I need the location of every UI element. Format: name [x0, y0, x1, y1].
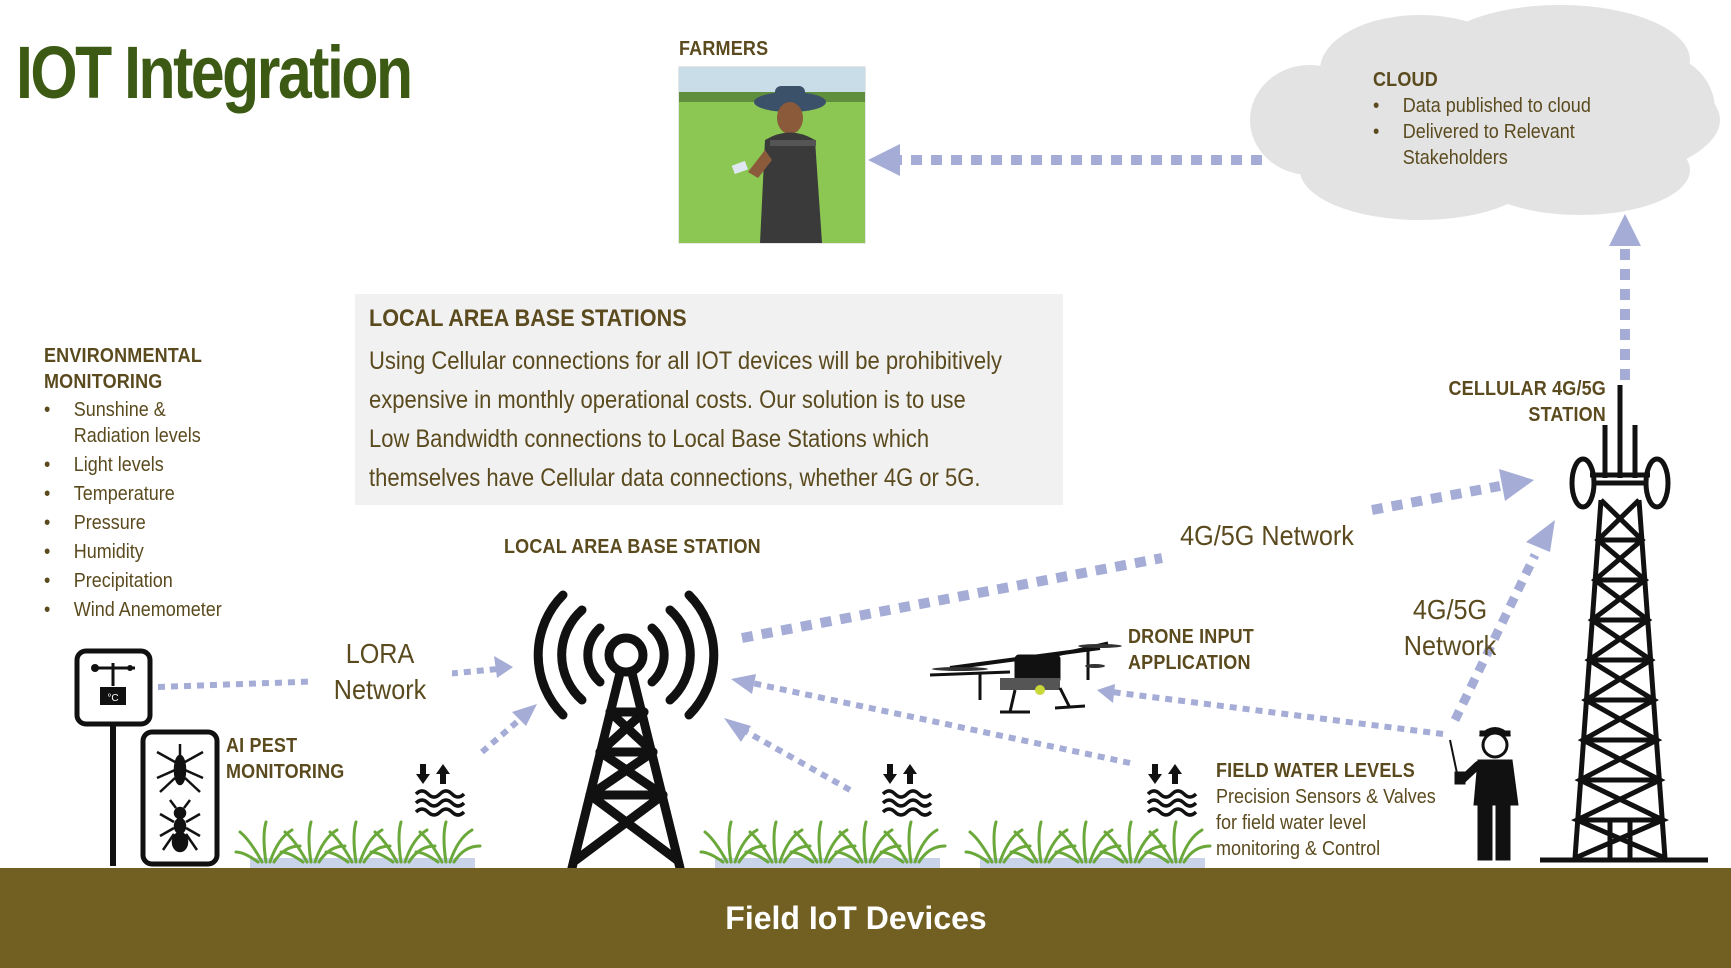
field-water-line2: for field water level — [1216, 812, 1367, 834]
field-water-line1: Precision Sensors & Valves — [1216, 786, 1436, 808]
base-stations-title: LOCAL AREA BASE STATIONS — [369, 305, 687, 332]
environmental-item: Sunshine & Radiation levels — [44, 397, 242, 449]
lora-network-label: LORA Network — [308, 636, 452, 708]
base-to-network-arrow-2 — [1371, 481, 1501, 515]
drone-icon — [929, 641, 1122, 714]
water-level-icon — [414, 764, 1198, 817]
water-level-icon-2 — [881, 764, 933, 817]
ant-icon — [159, 799, 201, 853]
environmental-title-line1: ENVIRONMENTAL — [44, 345, 203, 367]
weather-station-icon — [74, 648, 153, 866]
cell-tower-icon — [1540, 385, 1708, 863]
environmental-item: Humidity — [44, 539, 242, 565]
farmer-photo — [678, 66, 866, 244]
side-network-line1: 4G/5G — [1412, 594, 1488, 625]
cellular-network-label: 4G/5G Network — [1172, 518, 1362, 554]
water1-to-base-arrow — [480, 712, 527, 755]
drone-line1: DRONE INPUT — [1128, 626, 1254, 648]
field-water-levels: FIELD WATER LEVELS Precision Sensors & V… — [1216, 758, 1476, 862]
water-level-icon-3 — [1146, 764, 1198, 817]
worker-to-drone-arrow — [1111, 689, 1444, 737]
lora-line2: Network — [333, 674, 427, 705]
farmers-label: FARMERS — [679, 38, 769, 60]
base-stations-text: Using Cellular connections for all IOT d… — [369, 347, 1002, 492]
field-water-title: FIELD WATER LEVELS — [1216, 760, 1415, 782]
page-title: IOT Integration — [16, 31, 413, 114]
cloud-list: Data published to cloud Delivered to Rel… — [1373, 93, 1625, 171]
environmental-item: Temperature — [44, 481, 242, 507]
cloud-item: Data published to cloud — [1373, 93, 1625, 119]
cloud-text: CLOUD Data published to cloud Delivered … — [1373, 67, 1673, 171]
pest-monitor-icon — [140, 729, 220, 867]
footer-label: Field IoT Devices — [725, 900, 987, 936]
water3-to-base-arrow — [751, 680, 1131, 766]
weather-to-lora-arrow — [157, 678, 327, 690]
mosquito-icon — [156, 744, 204, 793]
radio-tower-icon — [533, 590, 719, 873]
arrow-heads — [494, 144, 1641, 742]
worker-icon — [1449, 727, 1519, 861]
pest-line1: AI PEST — [226, 735, 298, 757]
side-network-label: 4G/5G Network — [1396, 592, 1504, 664]
environmental-item: Light levels — [44, 452, 242, 478]
cellular-station-line1: CELLULAR 4G/5G — [1448, 378, 1606, 400]
base-stations-info-box — [355, 294, 1063, 505]
worker-to-tower-arrow — [1450, 553, 1540, 722]
base-to-network-arrow-1 — [741, 553, 1163, 643]
drone-line2: APPLICATION — [1128, 652, 1251, 674]
drone-label: DRONE INPUT APPLICATION — [1128, 624, 1254, 676]
environmental-item: Wind Anemometer — [44, 597, 242, 623]
side-network-line2: Network — [1403, 630, 1497, 661]
cloud-item: Delivered to Relevant Stakeholders — [1373, 119, 1625, 171]
grass-icon — [234, 820, 1212, 870]
ground-band — [0, 868, 1731, 968]
cloud-title: CLOUD — [1373, 69, 1438, 91]
environmental-title-line2: MONITORING — [44, 371, 163, 393]
data-flow-arrows — [157, 155, 1630, 793]
lora-line1: LORA — [345, 638, 415, 669]
pest-line2: MONITORING — [226, 761, 345, 783]
environmental-list: Sunshine & Radiation levels Light levels… — [44, 397, 242, 623]
cellular-station-line2: STATION — [1528, 404, 1606, 426]
water2-to-base-arrow — [743, 728, 852, 793]
cellular-station-label: CELLULAR 4G/5G STATION — [1421, 376, 1606, 428]
water-level-icon-1 — [414, 764, 466, 817]
environmental-item: Precipitation — [44, 568, 242, 594]
environmental-item: Pressure — [44, 510, 242, 536]
weather-unit-label: °C — [107, 693, 118, 704]
local-base-station-label: LOCAL AREA BASE STATION — [504, 536, 761, 558]
field-water-line3: monitoring & Control — [1216, 838, 1381, 860]
pest-label: AI PEST MONITORING — [226, 733, 344, 785]
environmental-monitoring: ENVIRONMENTAL MONITORING Sunshine & Radi… — [44, 343, 274, 626]
